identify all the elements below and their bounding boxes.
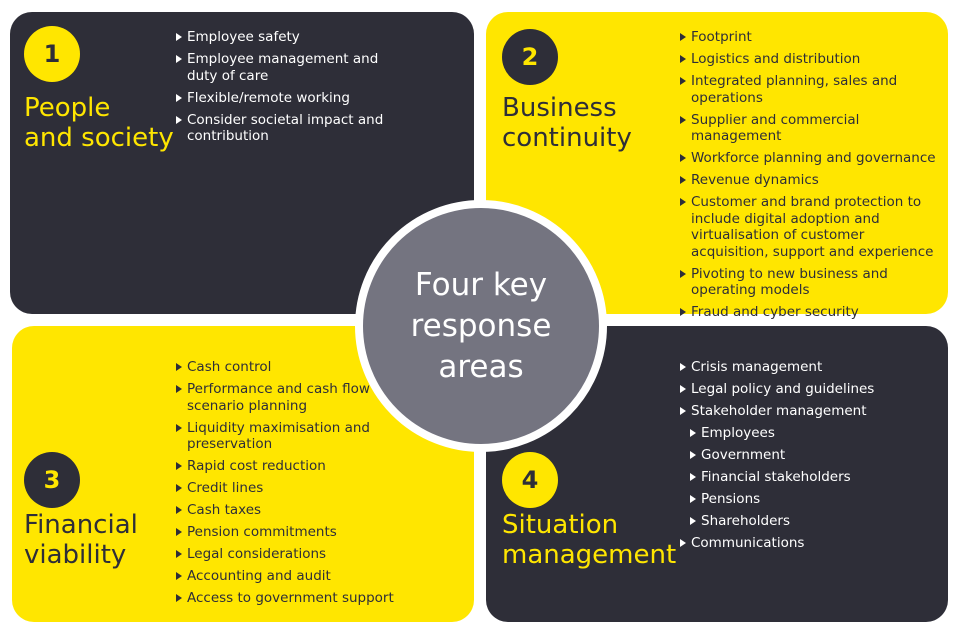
list-item: Communications	[680, 535, 942, 552]
center-line-1: Four key	[414, 266, 548, 303]
list-item: Crisis management	[680, 359, 942, 376]
center-line-3: areas	[438, 348, 524, 385]
list-item: Supplier and commercial management	[680, 112, 942, 145]
quadrant-title-line: People	[24, 93, 111, 123]
sub-list-item: Financial stakeholders	[690, 469, 942, 486]
list-item: Workforce planning and governance	[680, 150, 942, 167]
quadrant-title-line: viability	[24, 540, 127, 570]
quadrant-title-line: Business	[502, 93, 617, 123]
list-item: Footprint	[680, 29, 942, 46]
list-item: Stakeholder management	[680, 403, 942, 420]
number-badge: 2	[502, 29, 558, 85]
list-item: Flexible/remote working	[176, 90, 406, 107]
list-item: Employee safety	[176, 29, 406, 46]
list-item: Customer and brand protection to include…	[680, 194, 942, 260]
list-item: Logistics and distribution	[680, 51, 942, 68]
list-item: Employee management and duty of care	[176, 51, 406, 84]
list-item: Cash taxes	[176, 502, 406, 519]
center-circle: Four key response areas	[355, 200, 607, 452]
list-item: Legal policy and guidelines	[680, 381, 942, 398]
center-line-2: response	[410, 307, 552, 344]
quadrant-title-line: continuity	[502, 123, 632, 153]
list-item: Fraud and cyber security	[680, 304, 942, 321]
list-item: Credit lines	[176, 480, 406, 497]
list-item: Rapid cost reduction	[176, 458, 406, 475]
list-item: Integrated planning, sales and operation…	[680, 73, 942, 106]
sub-list-item: Pensions	[690, 491, 942, 508]
number-badge: 4	[502, 452, 558, 508]
list-item: Cash control	[176, 359, 406, 376]
list-item: Consider societal impact and contributio…	[176, 112, 406, 145]
sub-list-item: Shareholders	[690, 513, 942, 530]
list-item: Pivoting to new business and operating m…	[680, 266, 942, 299]
sub-list-item: Employees	[690, 425, 942, 442]
quadrant-title-line: and society	[24, 123, 174, 153]
quadrant-title-line: Situation	[502, 510, 619, 540]
quadrant-title-line: Financial	[24, 510, 138, 540]
number-badge: 1	[24, 26, 80, 82]
list-item: Legal considerations	[176, 546, 406, 563]
list-item: Accounting and audit	[176, 568, 406, 585]
list-item: Liquidity maximisation and preservation	[176, 420, 406, 453]
sub-list-item: Government	[690, 447, 942, 464]
list-item: Pension commitments	[176, 524, 406, 541]
quadrant-title-line: management	[502, 540, 677, 570]
list-item: Access to government support	[176, 590, 406, 607]
number-badge: 3	[24, 452, 80, 508]
list-item: Performance and cash flow scenario plann…	[176, 381, 406, 414]
list-item: Revenue dynamics	[680, 172, 942, 189]
